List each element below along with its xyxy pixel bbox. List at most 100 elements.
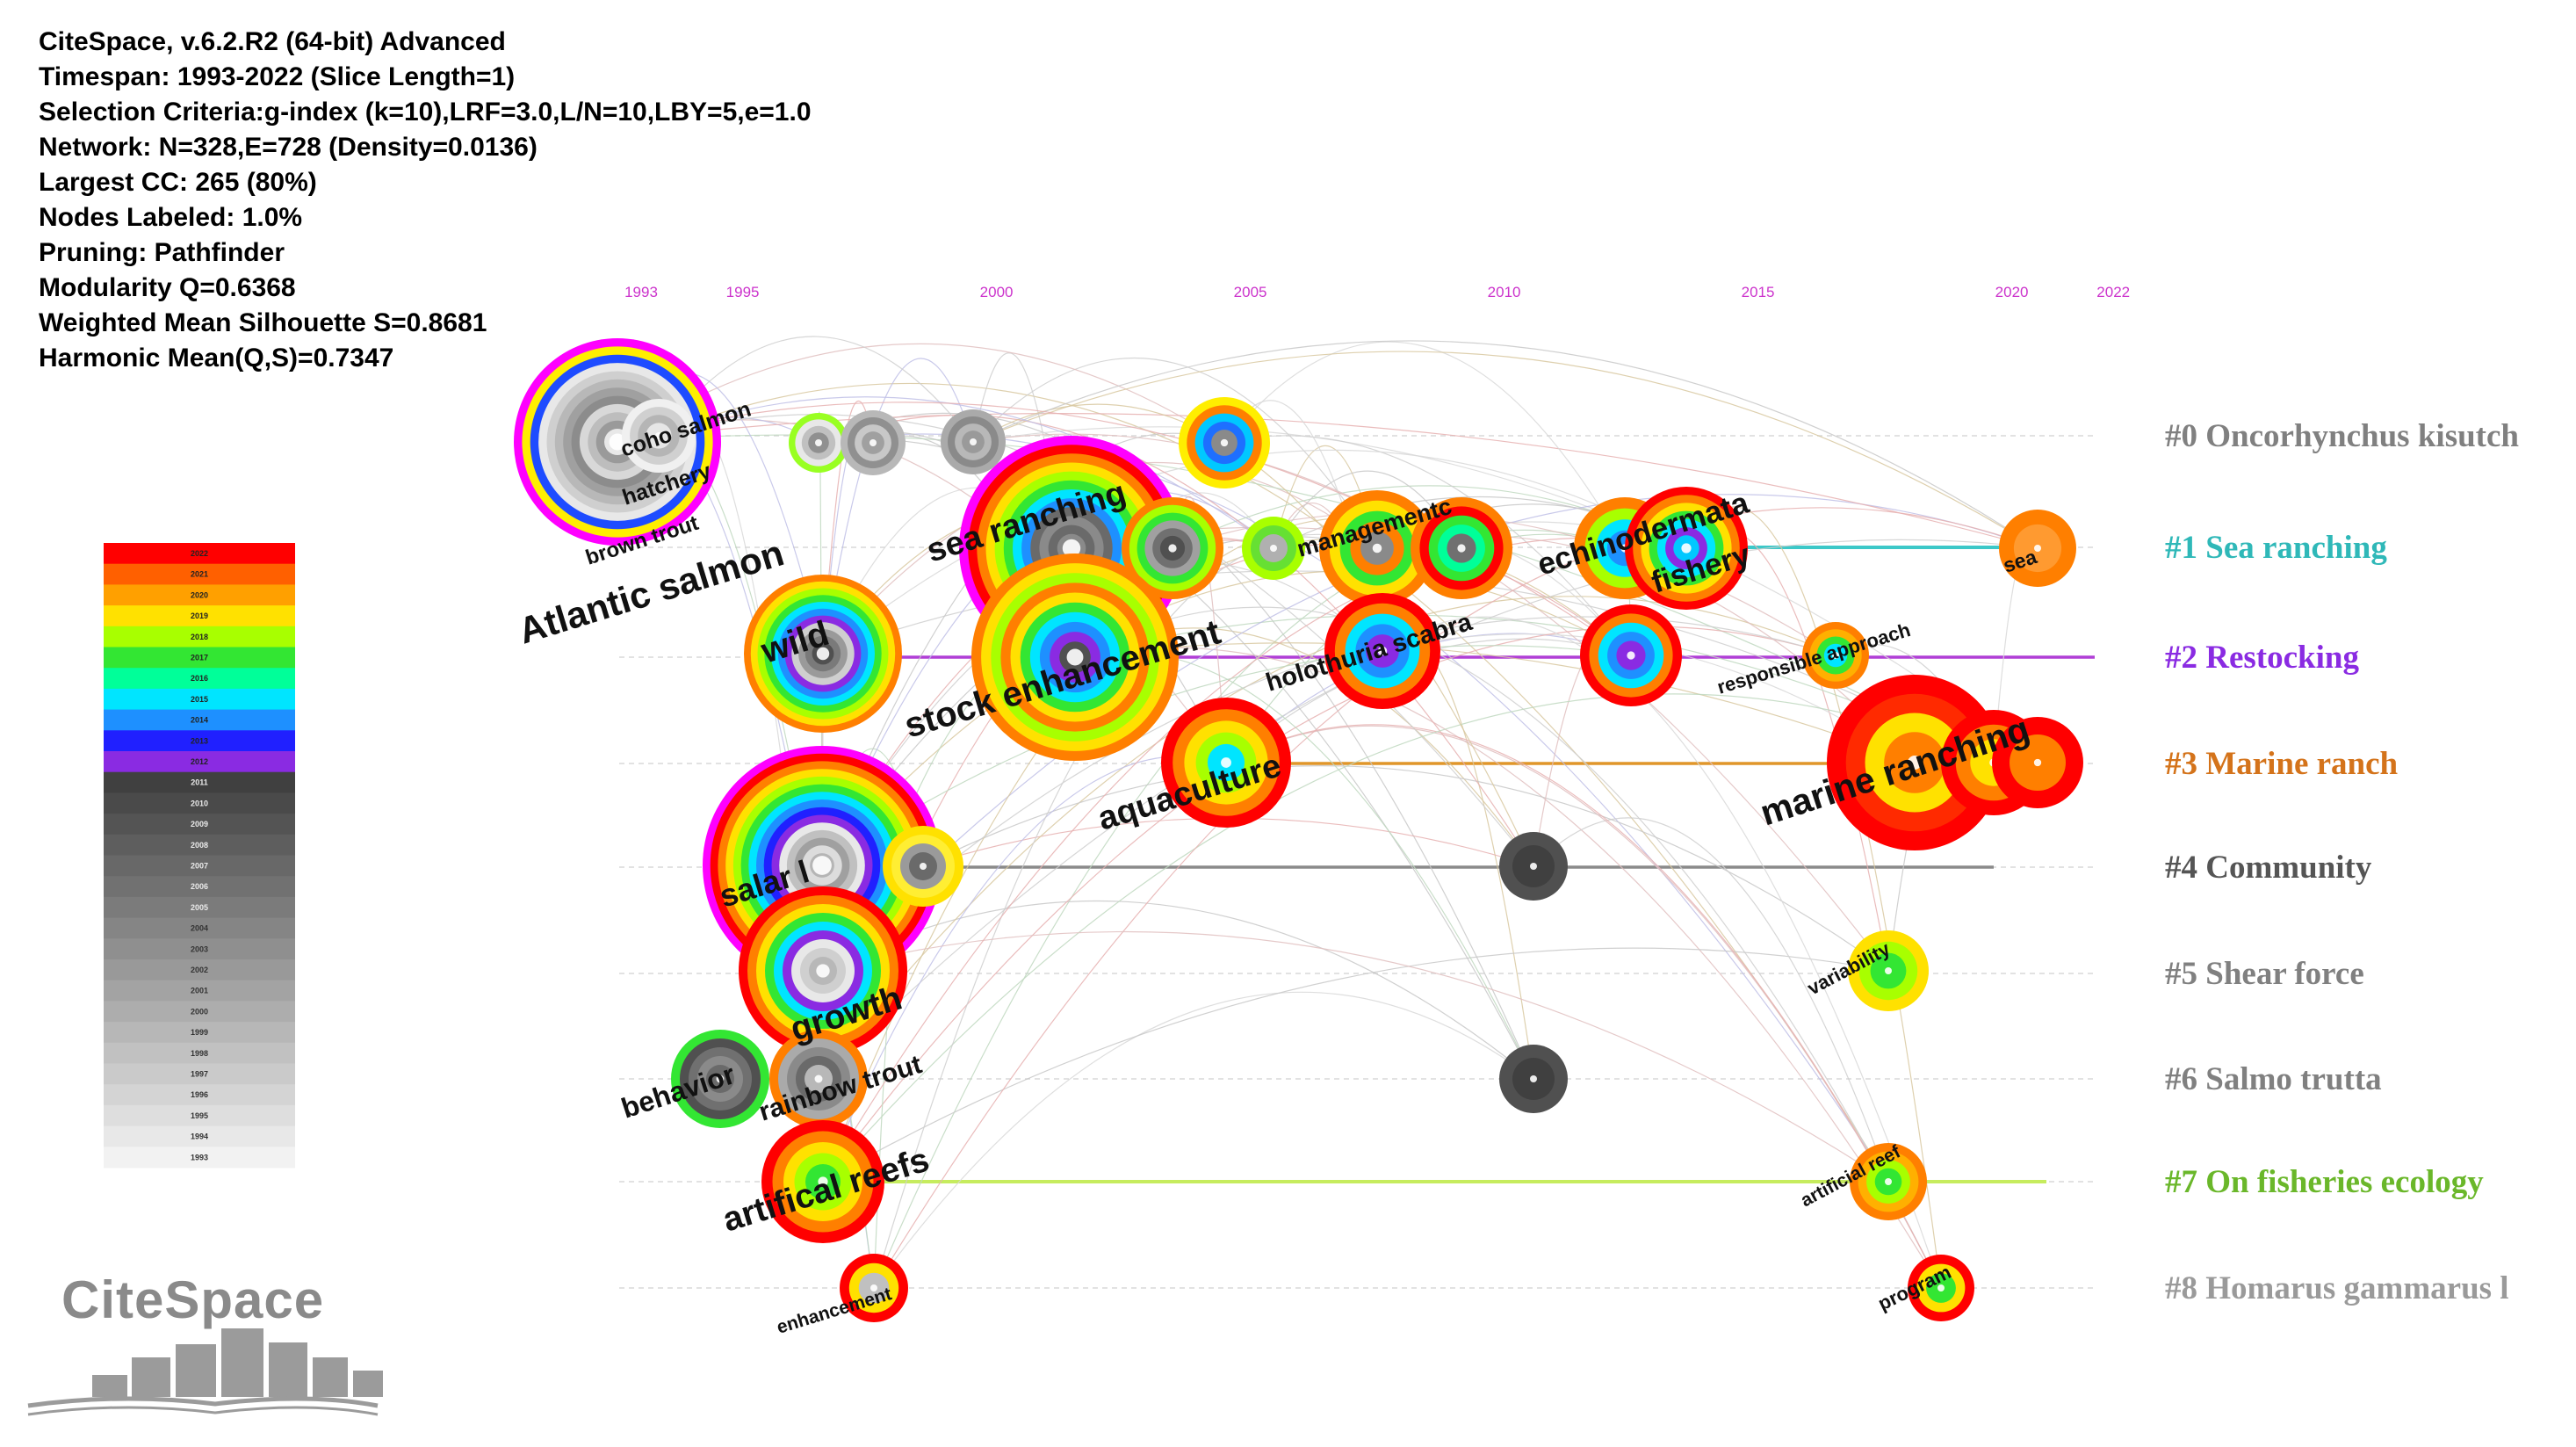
keyword-node[interactable] [761,1120,884,1243]
cluster-labels: #0 Oncorhynchus kisutch#1 Sea ranching#2… [2165,418,2519,1306]
link-edge [822,900,1534,1080]
legend-year: 2009 [191,820,208,828]
keyword-node[interactable] [1908,1255,1974,1321]
legend-swatch [104,543,295,565]
logo-bar [92,1375,127,1397]
node-center [1937,1284,1945,1291]
year-label: 2000 [980,284,1014,300]
info-line: CiteSpace, v.6.2.R2 (64-bit) Advanced [39,27,506,56]
keyword-node[interactable] [1802,622,1869,689]
keyword-node[interactable] [971,553,1179,761]
link-edge [1225,724,1942,1289]
legend-swatch [104,709,295,731]
info-line: Network: N=328,E=728 (Density=0.0136) [39,133,538,162]
keyword-node[interactable] [1324,593,1440,709]
legend-year: 2007 [191,862,208,871]
legend-swatch [104,771,295,793]
legend-year: 2000 [191,1007,208,1016]
keyword-node[interactable] [1580,604,1682,706]
node-center [1885,967,1892,974]
cluster-label: #1 Sea ranching [2165,530,2387,566]
info-line: Harmonic Mean(Q,S)=0.7347 [39,344,394,373]
keyword-node[interactable] [744,575,902,733]
legend-year: 2011 [191,778,208,787]
legend-swatch [104,876,295,898]
legend-year: 1999 [191,1028,208,1037]
link-edge [822,693,1995,1183]
legend-year: 2018 [191,633,208,641]
year-label: 2005 [1234,284,1267,300]
year-label: 2010 [1488,284,1521,300]
link-edge [821,570,1632,866]
keyword-node[interactable] [840,1254,908,1322]
cluster-label: #8 Homarus gammarus l [2165,1270,2509,1306]
keyword-node[interactable] [671,1030,769,1128]
keyword-node[interactable] [1319,490,1435,606]
legend-year: 2008 [191,841,208,850]
keyword-node[interactable] [769,1030,868,1128]
keyword-node[interactable] [1161,698,1291,828]
legend-year: 2020 [191,590,208,599]
keyword-node[interactable] [1179,397,1270,488]
legend-year: 2019 [191,611,208,620]
legend-year: 2002 [191,966,208,974]
link-edge [822,626,1836,1183]
keyword-node[interactable] [1827,675,2002,850]
keyword-node[interactable] [1992,717,2083,808]
legend-year: 2022 [191,549,208,558]
keyword-node[interactable] [1411,497,1512,599]
node-center [1832,652,1839,659]
link-edge [658,382,1889,1183]
legend-year: 2004 [191,924,208,933]
keyword-node[interactable] [1122,497,1223,599]
link-edge [818,414,1534,867]
legend-swatch [104,751,295,773]
logo-bar [353,1371,383,1397]
keyword-node[interactable] [622,399,696,473]
logo-text: CiteSpace [61,1270,324,1329]
node-center [1372,543,1382,553]
logo-bar [176,1344,216,1397]
cluster-label: #4 Community [2165,850,2372,886]
keyword-node[interactable] [739,886,907,1055]
keyword-node[interactable] [1848,930,1929,1011]
cluster-label: #2 Restocking [2165,640,2359,676]
info-line: Pruning: Pathfinder [39,238,285,267]
legend-swatch [104,647,295,669]
keyword-node[interactable] [1625,487,1748,610]
keyword-node[interactable] [1242,517,1305,580]
node-center [815,439,822,446]
keyword-node[interactable] [941,409,1006,474]
legend-year: 2012 [191,757,208,766]
link-edge [972,340,2038,549]
keyword-node[interactable] [1499,832,1568,901]
keyword-node[interactable] [1850,1143,1927,1220]
node-center [1530,863,1537,870]
legend-swatch [104,1147,295,1168]
year-label: 2020 [1995,284,2029,300]
keyword-node[interactable] [1999,510,2076,587]
keyword-node[interactable] [841,410,906,475]
legend-swatch [104,917,295,939]
keyword-node[interactable] [789,413,848,473]
node-center [2033,758,2042,767]
legend-year: 2013 [191,736,208,745]
legend-year: 1993 [191,1153,208,1161]
legend-swatch [104,959,295,981]
node-center [1220,438,1229,447]
link-edge [658,396,1274,549]
legend-swatch [104,814,295,836]
keyword-node[interactable] [883,826,963,907]
legend-year: 2015 [191,695,208,704]
node-center [1066,648,1084,666]
link-edge [1074,606,1942,1289]
keyword-nodes [514,338,2083,1322]
node-center [1681,543,1692,553]
legend-year: 1994 [191,1132,208,1141]
legend-swatch [104,1042,295,1064]
keyword-node[interactable] [1499,1045,1568,1113]
legend-year: 2014 [191,716,208,725]
info-line: Selection Criteria:g-index (k=10),LRF=3.… [39,98,812,127]
node-center [1885,1178,1892,1185]
